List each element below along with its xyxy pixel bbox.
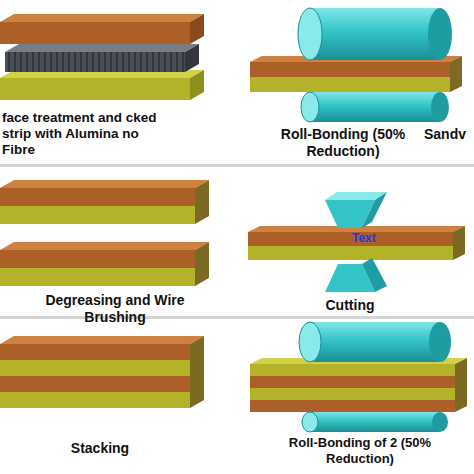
- step-caption: Roll-Bonding of 2 (50% Reduction): [285, 435, 435, 466]
- step-caption: face treatment and cked strip with Alumi…: [2, 110, 166, 159]
- step-caption: Cutting: [300, 297, 400, 314]
- marker-text: Text: [352, 231, 392, 245]
- step-caption: Sandv: [424, 126, 472, 143]
- step-caption: Stacking: [40, 440, 160, 457]
- step-caption: Degreasing and Wire Brushing: [20, 292, 210, 326]
- step-caption: Roll-Bonding (50% Reduction): [278, 126, 408, 160]
